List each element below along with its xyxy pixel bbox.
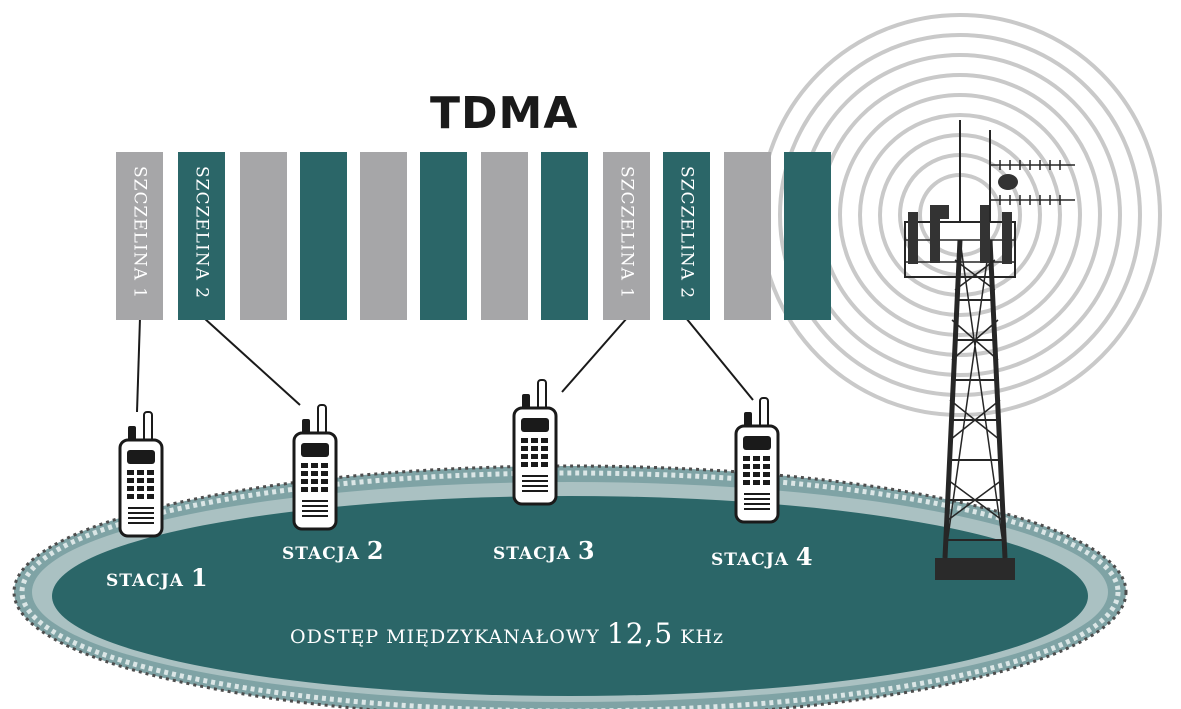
diagram-title: TDMA — [430, 88, 579, 139]
time-slot-label — [240, 152, 287, 320]
time-slot-8 — [541, 152, 588, 320]
station-word: STACJA — [282, 544, 360, 564]
base-station-tower — [904, 120, 1075, 580]
coverage-ellipse — [12, 464, 1128, 709]
time-slot-label — [360, 152, 407, 320]
slot-connection-lines — [136, 317, 754, 413]
station-1-label: STACJA 1 — [106, 563, 209, 592]
channel-spacing-value: 12,5 — [606, 617, 674, 650]
time-slot-11 — [724, 152, 771, 320]
connector-slot9-station3 — [561, 317, 628, 393]
time-slot-label — [300, 152, 347, 320]
station-number: 3 — [577, 536, 596, 565]
radio-station-4-icon — [734, 396, 780, 524]
time-slot-7 — [481, 152, 528, 320]
connector-slot2-station2 — [203, 317, 301, 406]
station-word: STACJA — [106, 571, 184, 591]
station-word: STACJA — [493, 544, 571, 564]
station-3-label: STACJA 3 — [493, 536, 596, 565]
station-word: STACJA — [711, 550, 789, 570]
time-slot-10: SZCZELINA 2 — [663, 152, 710, 320]
radio-station-3-icon — [512, 378, 558, 506]
time-slot-12 — [784, 152, 831, 320]
channel-spacing-label: ODSTĘP MIĘDZYKANAŁOWY 12,5 KHz — [290, 617, 724, 650]
station-number: 2 — [366, 536, 385, 565]
radio-station-2-icon — [292, 403, 338, 531]
station-2-label: STACJA 2 — [282, 536, 385, 565]
time-slot-2: SZCZELINA 2 — [178, 152, 225, 320]
time-slot-1: SZCZELINA 1 — [116, 152, 163, 320]
station-number: 4 — [795, 542, 814, 571]
time-slot-label: SZCZELINA 1 — [616, 166, 637, 300]
time-slot-5 — [360, 152, 407, 320]
channel-spacing-text: ODSTĘP MIĘDZYKANAŁOWY — [290, 626, 600, 648]
time-slot-label: SZCZELINA 1 — [129, 166, 150, 300]
channel-spacing-unit: KHz — [680, 626, 725, 648]
radio-station-1-icon — [118, 410, 164, 538]
time-slot-label — [420, 152, 467, 320]
time-slot-label — [541, 152, 588, 320]
time-slot-label — [784, 152, 831, 320]
time-slot-9: SZCZELINA 1 — [603, 152, 650, 320]
time-slot-label — [724, 152, 771, 320]
time-slot-label: SZCZELINA 2 — [191, 166, 212, 300]
time-slot-label: SZCZELINA 2 — [676, 166, 697, 300]
time-slot-6 — [420, 152, 467, 320]
connector-slot10-station4 — [685, 317, 754, 401]
time-slot-3 — [240, 152, 287, 320]
station-4-label: STACJA 4 — [711, 542, 814, 571]
time-slot-4 — [300, 152, 347, 320]
station-number: 1 — [190, 563, 209, 592]
radio-wave-rings — [758, 13, 1162, 417]
time-slot-label — [481, 152, 528, 320]
connector-slot1-station1 — [136, 317, 141, 413]
